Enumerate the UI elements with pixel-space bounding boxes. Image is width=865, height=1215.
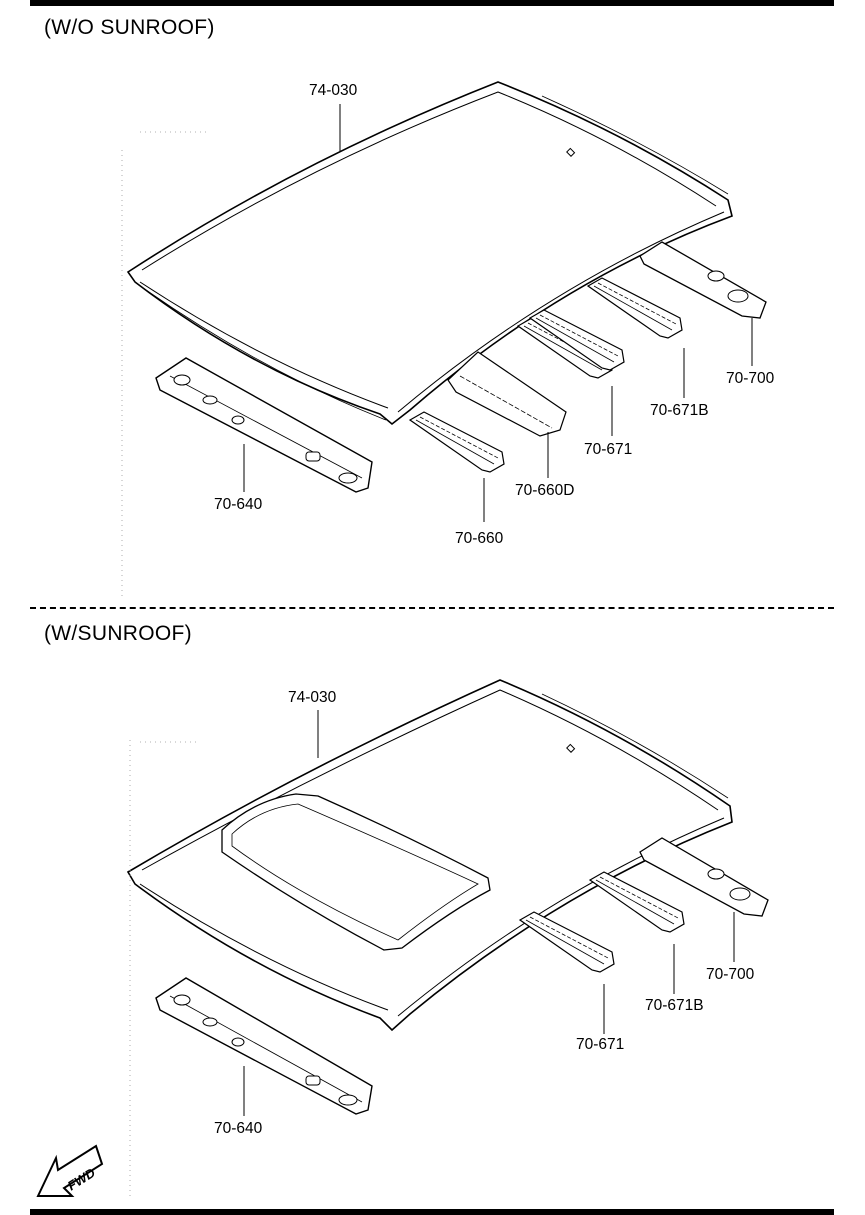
roof-bow-4-with-sunroof: [589, 871, 685, 933]
roof-bow-4-no-sunroof: [587, 277, 683, 339]
leader-lines-section-2: [243, 710, 735, 1116]
label-roof-panel-s2: 74-030: [288, 689, 337, 706]
label-rear-rail-s1: 70-700: [726, 370, 775, 387]
roof-panel-no-sunroof: [126, 81, 733, 426]
front-rail-no-sunroof: [155, 357, 373, 493]
label-roof-panel-s1: 74-030: [309, 82, 358, 99]
label-bow-3-s2: 70-671: [576, 1036, 625, 1053]
label-bow-4-s1: 70-671B: [650, 402, 709, 419]
label-front-rail-s1: 70-640: [214, 496, 263, 513]
section-title-without-sunroof: (W/O SUNROOF): [44, 16, 215, 39]
rear-rail-with-sunroof: [639, 837, 769, 917]
section-divider: [30, 607, 834, 609]
leader-lines-section-1: [243, 104, 753, 522]
section-title-with-sunroof: (W/SUNROOF): [44, 622, 192, 645]
construction-lines: [121, 131, 210, 1200]
label-bow-1-s1: 70-660: [455, 530, 504, 547]
sunroof-opening: [221, 793, 491, 951]
top-border: [30, 0, 834, 6]
label-front-rail-s2: 70-640: [214, 1120, 263, 1137]
label-bow-3-s1: 70-671: [584, 441, 633, 458]
roof-bow-1-no-sunroof: [409, 411, 505, 473]
front-rail-with-sunroof: [155, 977, 373, 1115]
label-bow-4-s2: 70-671B: [645, 997, 704, 1014]
rear-rail-no-sunroof: [639, 241, 767, 319]
roof-bow-3-no-sunroof: [517, 309, 625, 379]
label-rear-rail-s2: 70-700: [706, 966, 755, 983]
fwd-arrow-icon: FWD: [36, 1144, 104, 1197]
bottom-border: [30, 1209, 834, 1215]
roof-bow-2-no-sunroof: [447, 351, 567, 437]
roof-bow-3-with-sunroof: [519, 911, 615, 973]
label-bow-2-s1: 70-660D: [515, 482, 575, 499]
